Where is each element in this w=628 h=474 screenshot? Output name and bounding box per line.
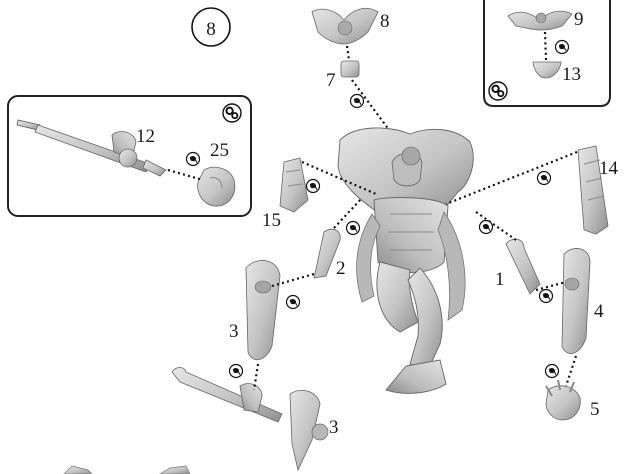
label-part-7: 7 [326, 70, 336, 91]
label-part-12: 12 [136, 126, 155, 147]
label-part-25: 25 [210, 140, 229, 161]
part-25-hand [197, 166, 236, 207]
glue-icon [228, 363, 244, 379]
step-badge: 8 [191, 7, 231, 47]
part-2-upper-arm [313, 228, 341, 279]
label-part-5: 5 [590, 399, 600, 420]
label-part-2: 2 [336, 258, 346, 279]
step-number: 8 [206, 19, 216, 40]
label-part-1: 1 [495, 269, 505, 290]
part-5-hand [545, 379, 581, 421]
glue-icon [478, 219, 494, 235]
part-12-spear [16, 119, 167, 177]
partial-part-bottom [63, 465, 191, 474]
part-8-crest [311, 7, 379, 45]
part-7-neck [340, 60, 360, 78]
label-part-8: 8 [380, 11, 390, 32]
label-part-4: 4 [594, 301, 604, 322]
glue-icon [536, 170, 552, 186]
part-9-crest [507, 10, 573, 31]
label-part-3-lower: 3 [329, 417, 339, 438]
glue-icon [285, 294, 301, 310]
alternate-build-icon [488, 81, 508, 101]
glue-icon [538, 288, 554, 304]
main-body [337, 127, 474, 394]
part-13-helm [532, 61, 562, 79]
inset-box-head: 9 13 [483, 0, 611, 107]
alternate-build-icon [222, 103, 242, 123]
label-part-9: 9 [574, 9, 584, 30]
glue-icon [554, 39, 570, 55]
label-part-3-upper: 3 [229, 321, 239, 342]
label-part-13: 13 [562, 64, 581, 85]
glue-icon [305, 178, 321, 194]
glue-icon [544, 363, 560, 379]
inset-box-weapon: 12 25 [7, 95, 252, 217]
part-1-upper-arm [505, 238, 541, 295]
label-part-15: 15 [262, 210, 281, 231]
label-part-14: 14 [599, 158, 619, 179]
glue-icon [345, 220, 361, 236]
glue-icon [349, 93, 365, 109]
part-14-sleeve [577, 145, 609, 235]
glue-icon [185, 151, 201, 167]
part-3-hammer [171, 367, 329, 472]
part-15-sleeve [279, 157, 309, 213]
part-3-forearm [245, 260, 281, 360]
part-4-forearm [561, 248, 591, 354]
